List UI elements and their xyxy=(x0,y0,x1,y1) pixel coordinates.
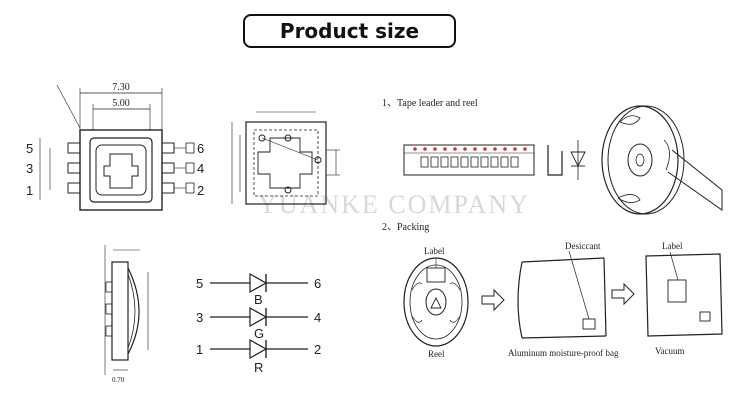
pin-label-1: 1 xyxy=(26,183,33,198)
packing-desiccant-label: Desiccant xyxy=(565,241,601,251)
pin-label-2: 2 xyxy=(197,183,204,198)
schematic-pin-6: 6 xyxy=(314,276,321,291)
section-tape-title: 1、Tape leader and reel xyxy=(382,98,478,109)
schematic-pin-2: 2 xyxy=(314,342,321,357)
packing-label-top: Label xyxy=(424,246,445,256)
packing-vacuum-caption: Vacuum xyxy=(655,346,685,356)
packing-vacuum-drawing xyxy=(645,251,723,337)
packing-arrow-1 xyxy=(481,288,505,312)
dim-inner-width: 5.00 xyxy=(112,98,130,109)
schematic-color-r: R xyxy=(254,360,263,375)
schematic-pin-5: 5 xyxy=(196,276,203,291)
schematic-pin-4: 4 xyxy=(314,310,321,325)
dim-outer-width: 7.30 xyxy=(112,82,130,93)
tape-drawing xyxy=(403,140,586,180)
packing-reel-caption: Reel xyxy=(428,349,445,359)
top-view-drawing xyxy=(39,84,195,211)
schematic-pin-1: 1 xyxy=(196,342,203,357)
packing-bag-drawing xyxy=(517,250,607,339)
side-dim-bottom: 0.70 xyxy=(112,376,125,384)
packing-label-right: Label xyxy=(662,241,683,251)
page-title: Product size xyxy=(243,14,456,48)
pin-label-3: 3 xyxy=(26,161,33,176)
reel-3d-drawing xyxy=(601,105,723,215)
schematic-diagram xyxy=(210,272,308,360)
schematic-color-b: B xyxy=(254,292,263,307)
footprint-drawing xyxy=(231,111,340,205)
pin-label-6: 6 xyxy=(197,141,204,156)
pin-label-4: 4 xyxy=(197,161,204,176)
pin-label-5: 5 xyxy=(26,141,33,156)
schematic-color-g: G xyxy=(254,326,264,341)
packing-bag-caption: Aluminum moisture-proof bag xyxy=(508,348,619,358)
section-packing-title: 2、Packing xyxy=(382,222,429,233)
schematic-pin-3: 3 xyxy=(196,310,203,325)
packing-reel-drawing xyxy=(403,257,469,347)
packing-arrow-2 xyxy=(611,282,635,306)
side-view-drawing xyxy=(104,245,149,375)
